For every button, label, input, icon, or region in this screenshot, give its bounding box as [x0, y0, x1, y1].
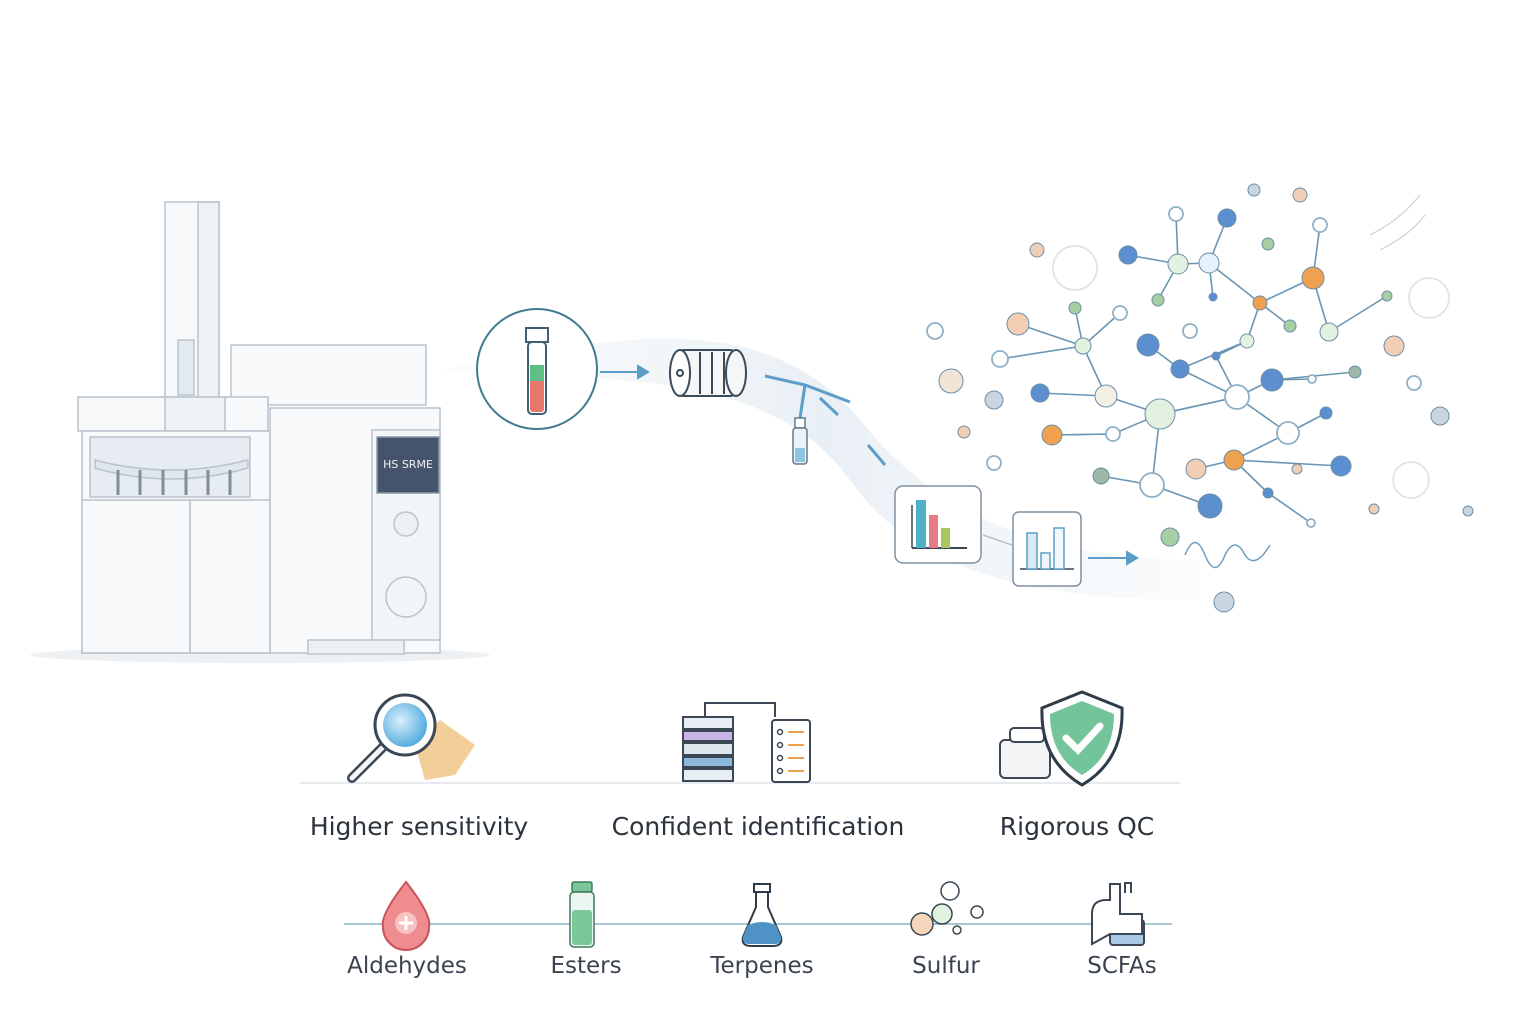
network-node: [1260, 368, 1284, 392]
network-node: [938, 368, 964, 394]
feature-label-identification: Confident identification: [611, 812, 905, 841]
network-node: [984, 390, 1004, 410]
thumb-icon: [1091, 882, 1145, 946]
network-node: [957, 425, 971, 439]
sample-vial-icon: [476, 308, 598, 430]
network-edge: [1328, 295, 1388, 333]
flask-icon: [741, 883, 783, 947]
network-node: [1252, 295, 1268, 311]
instrument-screen: [376, 436, 440, 494]
network-node: [1144, 398, 1176, 430]
network-node: [1160, 527, 1180, 547]
shield-check-icon: [999, 690, 1124, 787]
class-label-esters: Esters: [550, 953, 622, 979]
small-vial-icon: [792, 417, 808, 465]
arrow-icon: [600, 364, 650, 380]
network-node: [1185, 458, 1207, 480]
arrow-icon: [1088, 550, 1139, 566]
network-node: [1247, 183, 1261, 197]
class-label-aldehydes: Aldehydes: [347, 953, 467, 979]
network-node: [1319, 406, 1333, 420]
network-node: [1094, 384, 1118, 408]
network-node: [1151, 293, 1165, 307]
drop-icon: [381, 880, 431, 951]
network-node: [1239, 333, 1255, 349]
network-edge: [1267, 492, 1312, 524]
network-node: [1392, 461, 1430, 499]
class-label-terpenes: Terpenes: [710, 953, 814, 979]
network-node: [926, 322, 944, 340]
chromatogram-card-2: [1012, 511, 1082, 587]
network-node: [1368, 503, 1380, 515]
bottle-icon: [569, 881, 595, 948]
network-node: [1223, 449, 1245, 471]
library-list-icon: [682, 702, 811, 783]
feature-label-qc: Rigorous QC: [999, 812, 1155, 841]
network-node: [1030, 383, 1050, 403]
network-node: [1170, 359, 1190, 379]
network-node: [1430, 406, 1450, 426]
gc-ms-instrument: [30, 201, 490, 663]
network-node: [1383, 335, 1405, 357]
network-node: [1211, 351, 1221, 361]
network-node: [1168, 206, 1184, 222]
split-arrows-icon: [764, 374, 887, 466]
network-node: [1197, 493, 1223, 519]
network-node: [1029, 242, 1045, 258]
network-node: [1006, 312, 1030, 336]
network-node: [1092, 467, 1110, 485]
gc-column-icon: [669, 349, 747, 397]
flow-lines: [1369, 194, 1426, 251]
network-edge: [1208, 262, 1261, 304]
feature-label-sensitivity: Higher sensitivity: [309, 812, 529, 841]
network-node: [1291, 463, 1303, 475]
network-node: [1330, 455, 1352, 477]
instrument-screen-text: HS SRME: [383, 458, 433, 471]
network-node: [1406, 375, 1422, 391]
class-label-scfas: SCFAs: [1087, 953, 1157, 979]
network-node: [1408, 277, 1450, 319]
network-node: [1068, 301, 1082, 315]
network-node: [1217, 208, 1237, 228]
network-node: [1136, 333, 1160, 357]
network-node: [1381, 290, 1393, 302]
network-node: [1052, 245, 1098, 291]
bubbles-icon: [910, 881, 984, 936]
network-node: [1224, 384, 1250, 410]
network-edge: [1233, 459, 1342, 467]
network-node: [1262, 487, 1274, 499]
network-node: [991, 350, 1009, 368]
network-node: [1261, 237, 1275, 251]
network-node: [1301, 266, 1325, 290]
network-node: [1074, 337, 1092, 355]
network-node: [1348, 365, 1362, 379]
signal-wave: [1184, 541, 1271, 569]
network-node: [1213, 591, 1235, 613]
network-node: [1319, 322, 1339, 342]
class-label-sulfur: Sulfur: [912, 953, 980, 979]
network-node: [1312, 217, 1328, 233]
network-node: [1105, 426, 1121, 442]
network-node: [1283, 319, 1297, 333]
network-node: [1306, 518, 1316, 528]
network-node: [1112, 305, 1128, 321]
chromatogram-card-1: [894, 485, 982, 564]
network-edge: [999, 345, 1084, 360]
network-node: [986, 455, 1002, 471]
network-node: [1307, 374, 1317, 384]
network-node: [1198, 252, 1220, 274]
network-node: [1139, 472, 1165, 498]
network-node: [1182, 323, 1198, 339]
network-node: [1118, 245, 1138, 265]
network-node: [1276, 421, 1300, 445]
flow-ribbon: [440, 338, 1200, 600]
network-node: [1462, 505, 1474, 517]
network-node: [1167, 253, 1189, 275]
network-node: [1208, 292, 1218, 302]
molecular-network: [926, 183, 1474, 613]
network-node: [1041, 424, 1063, 446]
magnifier-icon: [347, 693, 475, 783]
network-node: [1292, 187, 1308, 203]
